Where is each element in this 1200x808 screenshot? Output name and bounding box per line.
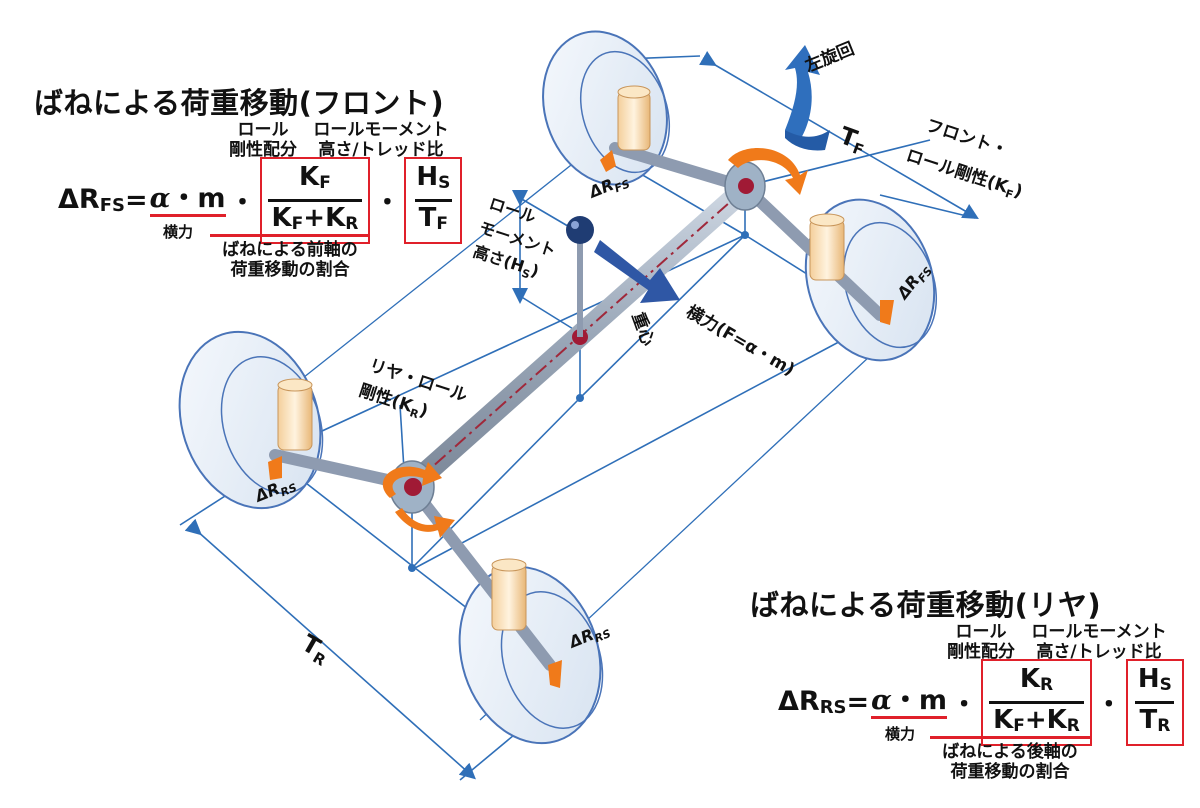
rear-underline (930, 736, 1090, 739)
front-lateral-label: 横力 (162, 223, 193, 241)
center-of-gravity (566, 216, 594, 337)
rear-height-tread-fraction: HS TR (1125, 658, 1184, 746)
cog-label: 重心 (627, 310, 658, 349)
tire-rear-left (178, 330, 324, 510)
rear-roll-distribution-label: ロール剛性配分 (947, 622, 1015, 662)
front-roll-distribution-label: ロール剛性配分 (229, 120, 297, 160)
left-turn-label: 左旋回 (802, 38, 857, 77)
damper-rear-right (491, 558, 527, 631)
tire-rear-right (458, 565, 604, 745)
rear-caption: ばねによる後軸の荷重移動の割合 (942, 742, 1078, 782)
front-axle-housing (724, 161, 766, 211)
front-caption: ばねによる前軸の荷重移動の割合 (222, 240, 358, 280)
damper-rear-left (277, 378, 313, 451)
tf-label: TF (835, 121, 871, 159)
tire-front-left (542, 30, 671, 186)
damper-front-right (809, 213, 845, 281)
front-height-tread-fraction: HS TF (404, 156, 463, 244)
front-moment-ratio-label: ロールモーメント高さ/トレッド比 (313, 120, 449, 160)
front-roll-stiffness-fraction: KF KF+KR (259, 156, 371, 244)
rear-alpha-m: α・m (871, 685, 948, 719)
lateral-force-arrow (594, 240, 680, 303)
lateral-force-label: 横力(F=α・m) (683, 301, 799, 380)
rear-formula-lhs: ΔRRS (778, 686, 847, 718)
rear-lateral-label: 横力 (884, 725, 915, 743)
rear-moment-ratio-label: ロールモーメント高さ/トレッド比 (1031, 622, 1167, 662)
front-formula: ΔRFS = α・m ・ KF KF+KR ・ HS TF (58, 156, 463, 244)
left-turn-arrow (785, 45, 830, 151)
rear-title: ばねによる荷重移動(リヤ) (750, 588, 1102, 622)
front-formula-lhs: ΔRFS (58, 184, 125, 216)
rear-roll-stiffness-fraction: KR KF+KR (981, 658, 1092, 746)
front-roll-stiffness-label-2: ロール剛性(KF) (903, 145, 1025, 204)
front-alpha-m: α・m (149, 183, 226, 217)
rear-formula: ΔRRS = α・m ・ KR KF+KR ・ HS TR (778, 658, 1184, 746)
front-underline (210, 234, 370, 237)
roll-stiffness-arrows (268, 148, 894, 688)
front-title: ばねによる荷重移動(フロント) (34, 86, 445, 120)
damper-front-left (617, 85, 651, 151)
